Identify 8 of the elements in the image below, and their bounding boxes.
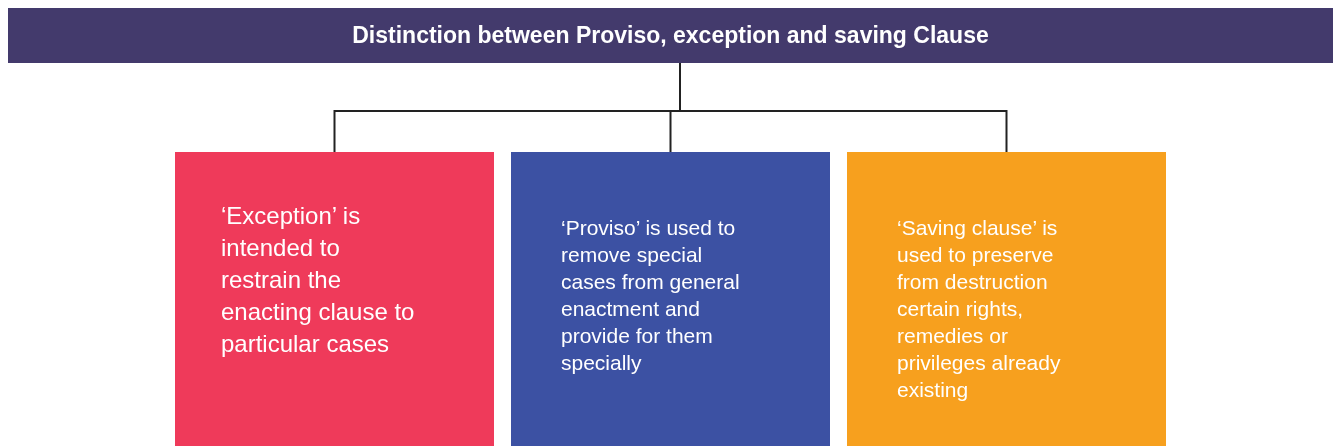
card-text: ‘Saving clause’ is used to preserve from destruction certain rights, remedies or privileges already existing [897,215,1062,403]
info-card [847,152,1166,446]
header-title: Distinction between Proviso, exception and saving Clause [352,21,989,51]
card-text: ‘Exception’ is intended to restrain the enacting clause to particular cases [221,201,416,359]
info-card [511,152,830,446]
card-text: ‘Proviso’ is used to remove special cases from general enactment and provide for them specially [561,215,741,376]
header-bar [8,8,1333,63]
info-card [175,152,494,446]
